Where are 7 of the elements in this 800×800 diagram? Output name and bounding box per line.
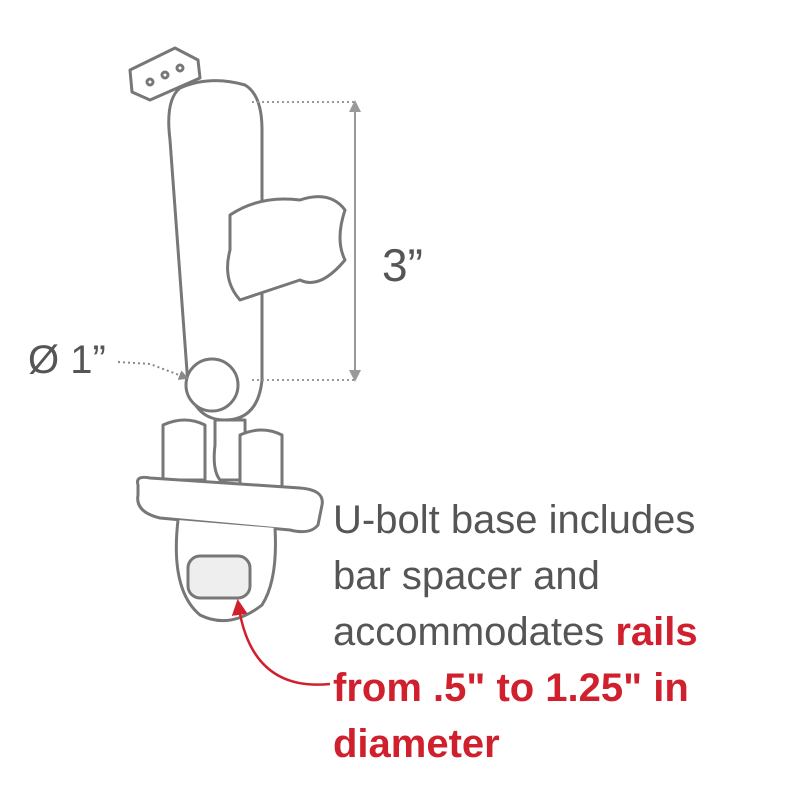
- bar-spacer: [186, 554, 252, 600]
- dimension-label: 3”: [382, 238, 423, 292]
- leader-line: [118, 361, 189, 380]
- ball-joint: [184, 358, 240, 412]
- diameter-label: Ø 1”: [28, 338, 106, 383]
- arrow: [232, 599, 330, 686]
- callout-text: U-bolt base includes bar spacer and accommodates rails from .5" to 1.25" in diameter: [333, 492, 763, 772]
